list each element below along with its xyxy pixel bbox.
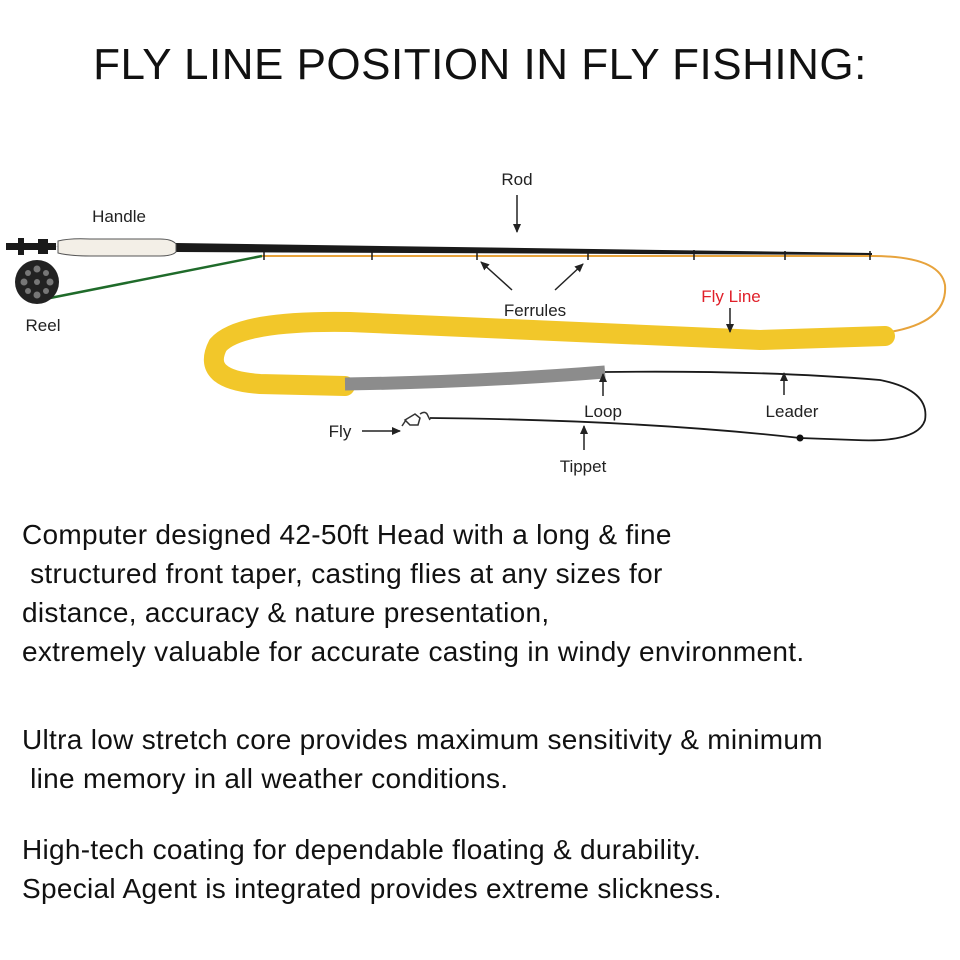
ferrules-label: Ferrules <box>504 301 566 320</box>
fly-label: Fly <box>329 422 352 441</box>
page-title: FLY LINE POSITION IN FLY FISHING: <box>93 40 867 89</box>
rod-butt <box>6 243 56 250</box>
reel-icon <box>15 260 59 304</box>
running-line <box>262 255 947 333</box>
leader-section <box>344 365 606 391</box>
fly-line-diagram: Rod Handle Reel Ferrules Fly Line Loop L… <box>6 170 947 476</box>
fly-line-label: Fly Line <box>701 287 761 306</box>
leader-knot <box>796 434 804 442</box>
paragraph-line: structured front taper, casting flies at… <box>22 558 663 589</box>
paragraph-line: High-tech coating for dependable floatin… <box>22 834 702 865</box>
paragraph-line: distance, accuracy & nature presentation… <box>22 597 550 628</box>
fly-icon <box>401 411 431 427</box>
loop-label: Loop <box>584 402 622 421</box>
leader-line <box>604 370 927 442</box>
reel-seat-ring <box>38 239 48 254</box>
description-paragraph-3: High-tech coating for dependable floatin… <box>22 830 952 908</box>
tippet-label: Tippet <box>560 457 607 476</box>
paragraph-line: Computer designed 42-50ft Head with a lo… <box>22 519 672 550</box>
leader-label: Leader <box>766 402 819 421</box>
rod-blank <box>50 243 872 255</box>
handle-label: Handle <box>92 207 146 226</box>
handle-grip <box>57 238 177 257</box>
description-paragraph-1: Computer designed 42-50ft Head with a lo… <box>22 515 952 671</box>
ferrule-arrow-right <box>554 263 584 291</box>
paragraph-line: Ultra low stretch core provides maximum … <box>22 724 823 755</box>
rod-label: Rod <box>501 170 532 189</box>
reel-seat <box>18 238 24 255</box>
reel-label: Reel <box>26 316 61 335</box>
tippet-line <box>429 417 801 439</box>
fly-line <box>203 311 895 396</box>
paragraph-line: Special Agent is integrated provides ext… <box>22 873 722 904</box>
ferrule-arrow-left <box>480 261 513 291</box>
paragraph-line: line memory in all weather conditions. <box>22 763 509 794</box>
paragraph-line: extremely valuable for accurate casting … <box>22 636 805 667</box>
backing-line <box>39 254 263 302</box>
ferrule-marks <box>263 248 871 260</box>
description-paragraph-2: Ultra low stretch core provides maximum … <box>22 720 952 798</box>
